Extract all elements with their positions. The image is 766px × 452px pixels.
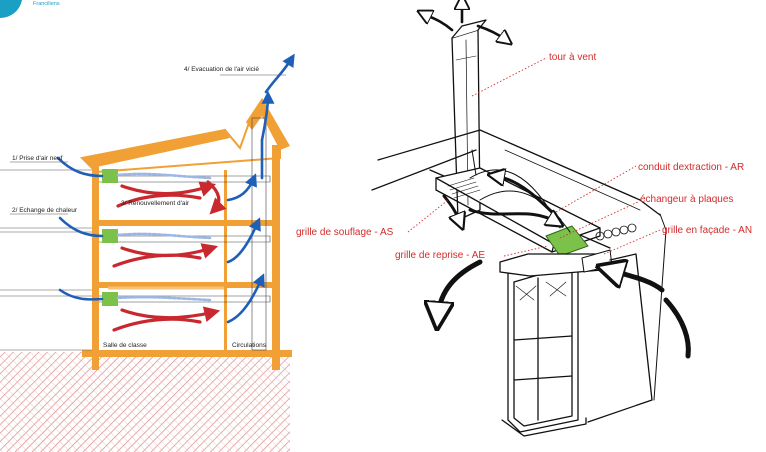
plate-exchanger <box>545 225 589 257</box>
left-building-section: 4/ Evacuation de l'air vicié 1/ Prise d'… <box>0 53 295 452</box>
label-grille-reprise: grille de reprise - AE <box>395 250 485 261</box>
label-renouvellement: 3/ Renouvellement d'air <box>121 200 190 207</box>
logo-mark <box>0 0 22 19</box>
label-salle-de-classe: Salle de classe <box>103 342 147 349</box>
logo-text: Franciliens <box>33 1 60 7</box>
facade-grille <box>595 223 637 241</box>
label-echangeur-plaques: échangeur à plaques <box>640 194 733 205</box>
label-echange-chaleur: 2/ Echange de chaleur <box>12 207 78 214</box>
label-prise-air-neuf: 1/ Prise d'air neuf <box>12 155 63 162</box>
floor-slab-1 <box>92 282 280 288</box>
floor-slab-2 <box>92 220 280 226</box>
exchanger-floor-2 <box>102 229 118 243</box>
arrow-inflow <box>610 270 665 293</box>
right-labels: tour à vent conduit dextraction - AR éch… <box>296 52 752 261</box>
label-tour-a-vent: tour à vent <box>549 52 596 63</box>
label-grille-facade: grille en façade - AN <box>662 225 752 236</box>
label-evacuation: 4/ Evacuation de l'air vicié <box>184 66 259 73</box>
arrow-down-left <box>438 259 483 316</box>
stale-air-flows <box>112 180 227 332</box>
label-circulations: Circulations <box>232 342 267 349</box>
exchanger-floor-3 <box>102 169 118 183</box>
exchanger-floor-1 <box>102 292 118 306</box>
corridor-wall <box>224 170 227 350</box>
label-conduit-extraction: conduit dextraction - AR <box>638 162 744 173</box>
exhaust-flows <box>226 53 295 324</box>
logo: Franciliens <box>0 0 60 19</box>
fresh-air-flows <box>56 156 212 302</box>
roof-slab <box>82 130 230 168</box>
roof-top <box>246 98 290 150</box>
back-wall <box>272 145 280 370</box>
ground-slab <box>82 350 292 357</box>
leader-lines <box>407 57 661 257</box>
right-sketch <box>371 2 691 437</box>
supply-grille <box>447 177 481 199</box>
label-grille-soufflage: grille de souflage - AS <box>296 227 394 238</box>
window <box>507 261 579 433</box>
facade-wall <box>92 165 99 370</box>
